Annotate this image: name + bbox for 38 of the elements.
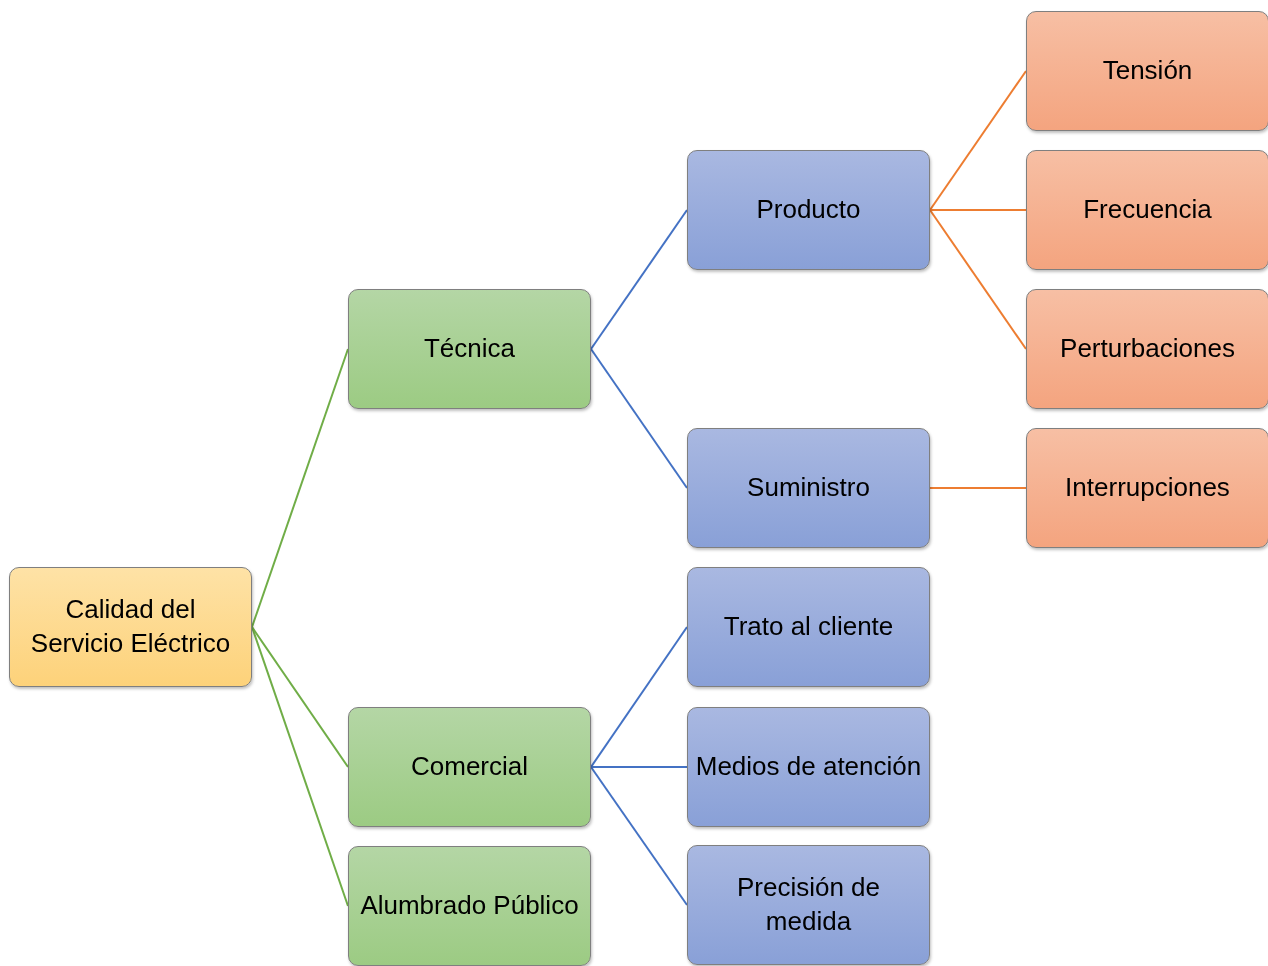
category-box [1026, 428, 1268, 548]
box-label: Interrupciones [1064, 471, 1231, 505]
connector-line [590, 626, 688, 768]
box-label: Perturbaciones [1059, 332, 1236, 366]
category-box [348, 846, 591, 966]
category-box [687, 428, 930, 548]
category-box [687, 707, 930, 827]
box-label: Producto [755, 193, 862, 227]
box-label: Suministro [746, 471, 871, 505]
box-label: Alumbrado Público [359, 889, 580, 923]
connector-line [929, 70, 1027, 211]
connector-line [251, 348, 349, 628]
box-label: Comercial [410, 750, 529, 784]
category-box [687, 567, 930, 687]
connector-line [929, 209, 1027, 211]
box-label: Calidad del Servicio Eléctrico [29, 593, 232, 660]
category-box [687, 845, 930, 965]
connector-line [251, 626, 349, 768]
category-box [1026, 11, 1268, 131]
box-label: Medios de atención [694, 750, 923, 784]
category-box [348, 707, 591, 827]
connector-line [929, 487, 1027, 489]
connector-line [590, 348, 688, 489]
box-label: Tensión [1101, 54, 1194, 88]
box-label: Técnica [422, 332, 516, 366]
category-box [1026, 150, 1268, 270]
box-label: Trato al cliente [722, 610, 895, 644]
box-label: Precisión de medida [735, 871, 882, 938]
connector-line [590, 766, 688, 906]
category-box [687, 150, 930, 270]
box-label: Frecuencia [1082, 193, 1213, 227]
connector-line [590, 766, 688, 768]
category-box [348, 289, 591, 409]
connector-line [590, 209, 688, 350]
connector-line [251, 626, 349, 907]
connector-line [929, 209, 1027, 350]
category-box [9, 567, 252, 687]
category-box [1026, 289, 1268, 409]
